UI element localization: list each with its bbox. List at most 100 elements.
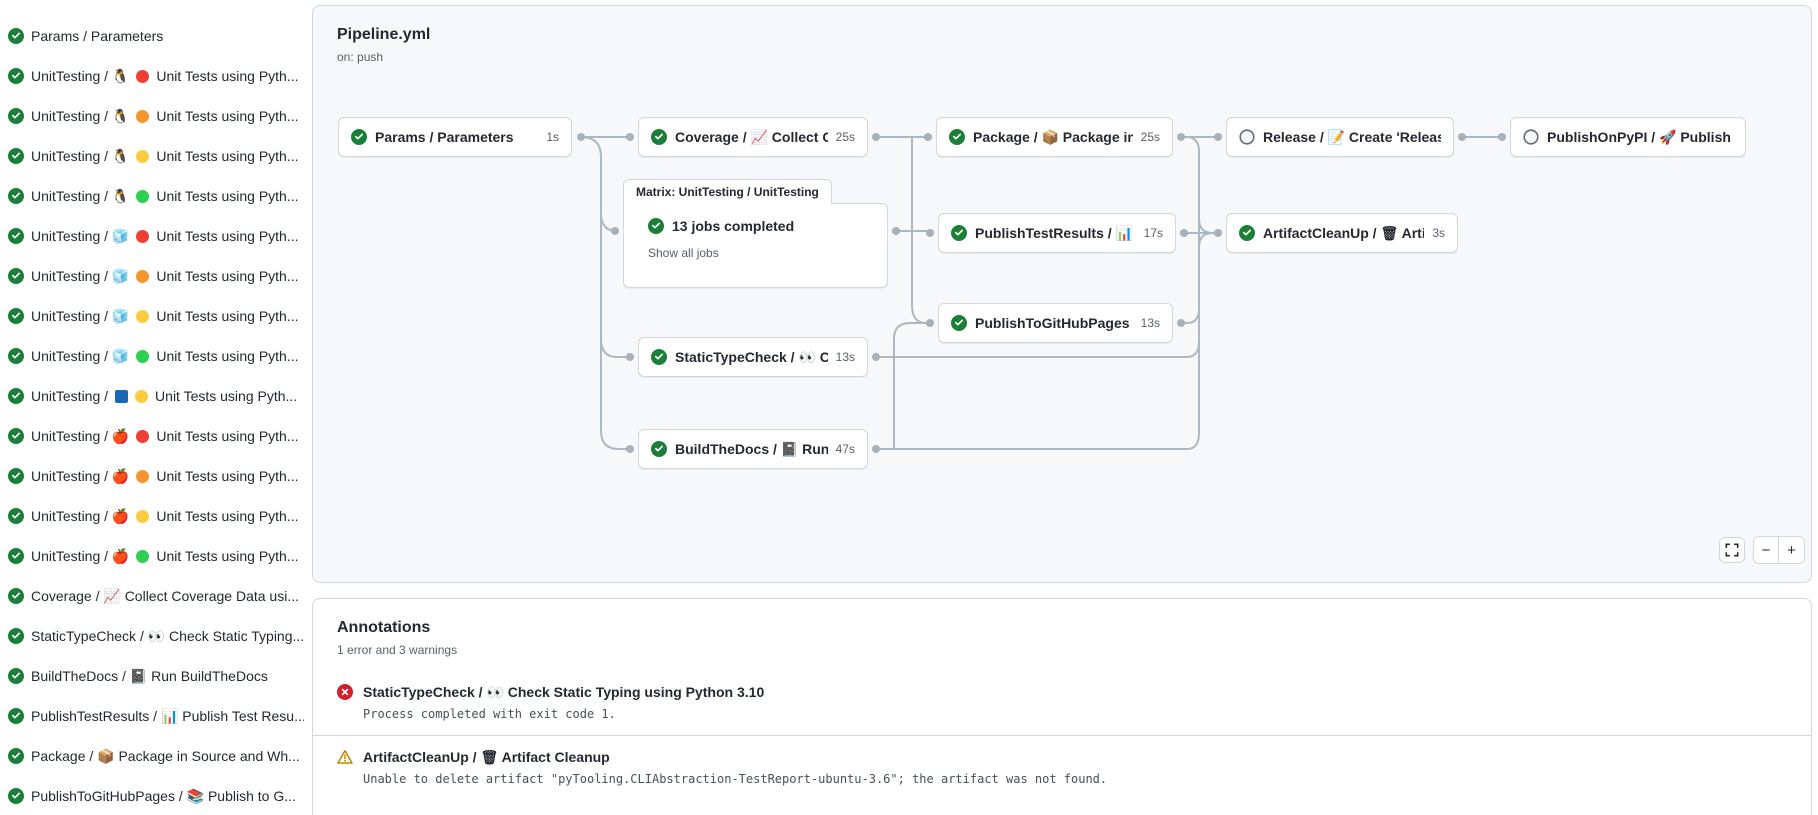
- job-label-suffix: Unit Tests using Pyth...: [156, 548, 299, 564]
- job-label: UnitTesting / 🍎: [31, 547, 130, 564]
- job-label-suffix: Unit Tests using Pyth...: [156, 108, 299, 124]
- job-list-item[interactable]: UnitTesting / 🐧 Unit Tests using Pyth...: [0, 176, 304, 216]
- job-list-item[interactable]: Package / 📦 Package in Source and Wh...: [0, 736, 304, 776]
- fullscreen-button[interactable]: [1719, 537, 1745, 563]
- edge-connector-dots: [577, 133, 1506, 453]
- annotation-job-link[interactable]: StaticTypeCheck / 👀 Check Static Typing …: [363, 684, 765, 700]
- annotation-message: Unable to delete artifact "pyTooling.CLI…: [363, 772, 1108, 786]
- workflow-trigger: on: push: [337, 50, 384, 64]
- node-duration: 13s: [835, 350, 855, 364]
- job-list-item[interactable]: UnitTesting / 🧊Unit Tests using Pyth...: [0, 296, 304, 336]
- job-list-item[interactable]: UnitTesting / 🧊 Unit Tests using Pyth...: [0, 216, 304, 256]
- matrix-group-tab: Matrix: UnitTesting / UnitTesting: [623, 179, 832, 204]
- show-all-jobs-link[interactable]: Show all jobs: [648, 246, 719, 260]
- job-label: UnitTesting / 🐧: [31, 107, 130, 124]
- node-label: PublishTestResults / 📊 Pu...: [975, 224, 1136, 241]
- job-list-item[interactable]: PublishTestResults / 📊 Publish Test Resu…: [0, 696, 304, 736]
- check-circle-icon: [8, 788, 24, 804]
- node-duration: 25s: [835, 130, 855, 144]
- annotations-panel: Annotations 1 error and 3 warnings Stati…: [312, 598, 1812, 815]
- check-circle-icon: [8, 388, 24, 404]
- job-label: PublishToGitHubPages / 📚 Publish to G...: [31, 787, 296, 804]
- job-list-item[interactable]: UnitTesting / 🧊Unit Tests using Pyth...: [0, 256, 304, 296]
- job-label: UnitTesting / 🧊: [31, 227, 130, 244]
- job-list-item[interactable]: BuildTheDocs / 📓 Run BuildTheDocs: [0, 656, 304, 696]
- check-circle-icon: [8, 228, 24, 244]
- graph-node-artifact-cleanup[interactable]: ArtifactCleanUp / 🗑 Artifac...3s: [1226, 213, 1458, 253]
- annotations-list: StaticTypeCheck / 👀 Check Static Typing …: [313, 671, 1811, 800]
- python-version-dot-icon: [136, 109, 150, 123]
- job-label-suffix: Unit Tests using Pyth...: [156, 308, 299, 324]
- check-circle-icon: [951, 315, 967, 331]
- check-circle-icon: [648, 218, 664, 234]
- graph-node-static-type-check[interactable]: StaticTypeCheck / 👀 Chec...13s: [638, 337, 868, 377]
- job-label-suffix: Unit Tests using Pyth...: [156, 148, 299, 164]
- job-label: UnitTesting /: [31, 388, 109, 404]
- check-circle-icon: [8, 108, 24, 124]
- node-duration: 3s: [1432, 226, 1445, 240]
- zoom-in-button[interactable]: +: [1779, 537, 1804, 563]
- annotations-summary: 1 error and 3 warnings: [337, 643, 458, 657]
- check-circle-icon: [951, 225, 967, 241]
- graph-node-package[interactable]: Package / 📦 Package in So...25s: [936, 117, 1173, 157]
- job-label-suffix: Unit Tests using Pyth...: [155, 388, 298, 404]
- job-list-item[interactable]: UnitTesting / 🐧Unit Tests using Pyth...: [0, 56, 304, 96]
- job-list-item[interactable]: UnitTesting / 🐧 Unit Tests using Pyth...: [0, 96, 304, 136]
- graph-node-build-the-docs[interactable]: BuildTheDocs / 📓 Run Buil...47s: [638, 429, 868, 469]
- job-list-item[interactable]: UnitTesting / 🍎 Unit Tests using Pyth...: [0, 536, 304, 576]
- job-label: UnitTesting / 🧊: [31, 267, 130, 284]
- error-x-circle-icon: [337, 684, 353, 700]
- job-list-item[interactable]: UnitTesting / 🐧Unit Tests using Pyth...: [0, 136, 304, 176]
- skipped-circle-icon: [1239, 129, 1255, 145]
- job-list-item[interactable]: UnitTesting / 🍎Unit Tests using Pyth...: [0, 496, 304, 536]
- job-list-item[interactable]: StaticTypeCheck / 👀 Check Static Typing.…: [0, 616, 304, 656]
- job-list-item[interactable]: Params / Parameters: [0, 16, 304, 56]
- job-list-item[interactable]: UnitTesting / Unit Tests using Pyth...: [0, 376, 304, 416]
- graph-node-release[interactable]: Release / 📝 Create 'Release P...: [1226, 117, 1454, 157]
- check-circle-icon: [8, 508, 24, 524]
- job-label-suffix: Unit Tests using Pyth...: [156, 188, 299, 204]
- job-list-item[interactable]: UnitTesting / 🍎Unit Tests using Pyth...: [0, 416, 304, 456]
- graph-node-coverage[interactable]: Coverage / 📈 Collect Cove...25s: [638, 117, 868, 157]
- job-list-item[interactable]: UnitTesting / 🍎Unit Tests using Pyth...: [0, 456, 304, 496]
- job-label: UnitTesting / 🐧: [31, 187, 130, 204]
- annotation-job-link[interactable]: ArtifactCleanUp / 🗑 Artifact Cleanup: [363, 749, 610, 765]
- check-circle-icon: [8, 268, 24, 284]
- job-label: Package / 📦 Package in Source and Wh...: [31, 747, 300, 764]
- python-version-dot-icon: [136, 229, 150, 243]
- check-circle-icon: [8, 28, 24, 44]
- python-version-dot-icon: [136, 349, 150, 363]
- check-circle-icon: [8, 748, 24, 764]
- check-circle-icon: [8, 348, 24, 364]
- check-circle-icon: [8, 468, 24, 484]
- check-circle-icon: [351, 129, 367, 145]
- pipeline-graph-panel: Pipeline.yml on: push Params / Parameter…: [312, 5, 1812, 583]
- python-version-dot-icon: [136, 509, 150, 523]
- job-list-item[interactable]: PublishToGitHubPages / 📚 Publish to G...: [0, 776, 304, 815]
- graph-node-publish-to-github-pages[interactable]: PublishToGitHubPages / 📚 ... 13s: [938, 303, 1173, 343]
- node-duration: 13s: [1140, 316, 1160, 330]
- job-label-suffix: Unit Tests using Pyth...: [156, 228, 299, 244]
- python-version-dot-icon: [135, 389, 149, 403]
- node-duration: 1s: [546, 130, 559, 144]
- zoom-out-button[interactable]: −: [1754, 537, 1780, 563]
- node-label: Package / 📦 Package in So...: [973, 128, 1133, 145]
- job-label: Coverage / 📈 Collect Coverage Data usi..…: [31, 587, 299, 604]
- annotations-title: Annotations: [337, 619, 431, 636]
- job-label: UnitTesting / 🍎: [31, 467, 130, 484]
- job-list-item[interactable]: UnitTesting / 🧊Unit Tests using Pyth...: [0, 336, 304, 376]
- node-duration: 47s: [835, 442, 855, 456]
- annotation-error-row: StaticTypeCheck / 👀 Check Static Typing …: [313, 671, 1811, 735]
- job-list-item[interactable]: Coverage / 📈 Collect Coverage Data usi..…: [0, 576, 304, 616]
- python-version-dot-icon: [136, 429, 150, 443]
- matrix-jobs-summary: 13 jobs completed: [672, 218, 795, 234]
- node-duration: 17s: [1143, 226, 1163, 240]
- node-label: PublishToGitHubPages / 📚 ...: [975, 314, 1133, 331]
- graph-node-publish-test-results[interactable]: PublishTestResults / 📊 Pu... 17s: [938, 213, 1176, 253]
- graph-node-publish-on-pypi[interactable]: PublishOnPyPI / 🚀 Publish to ...: [1510, 117, 1746, 157]
- check-circle-icon: [651, 129, 667, 145]
- job-label: StaticTypeCheck / 👀 Check Static Typing.…: [31, 627, 304, 644]
